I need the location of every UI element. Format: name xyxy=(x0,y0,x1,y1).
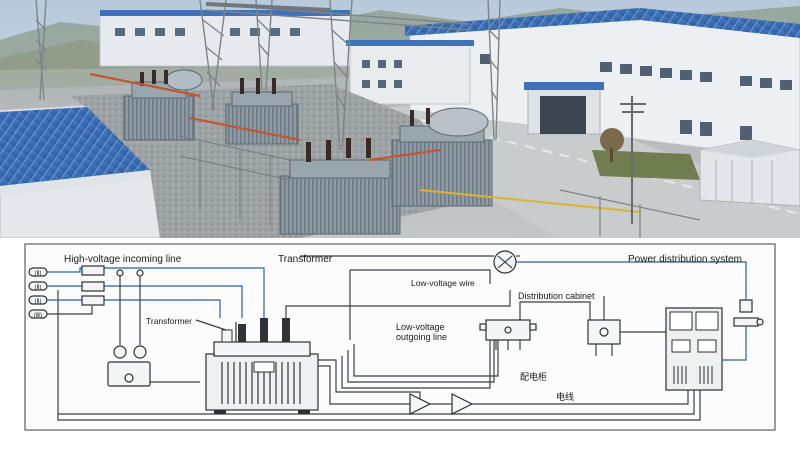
meter-sensor xyxy=(722,299,764,361)
input-terminal: (Ⅱ) xyxy=(28,267,48,277)
label-lv-wire: Low-voltage wire xyxy=(411,278,475,288)
input-terminal: (Ⅱ) xyxy=(28,281,48,291)
label-transformer-side: Transformer xyxy=(146,316,192,326)
rectifier-symbol xyxy=(409,390,689,415)
label-transformer-top: Transformer xyxy=(278,254,333,265)
power-distribution-cabinet xyxy=(665,307,723,391)
label-power-distribution: Power distribution system xyxy=(628,254,742,265)
main-transformer xyxy=(205,318,319,414)
instrument-transformer xyxy=(107,276,200,387)
label-wire-cn: 电线 xyxy=(556,391,574,402)
label-distribution-cabinet: Distribution cabinet xyxy=(518,291,595,301)
input-terminals: (Ⅱ) (Ⅱ) (Ⅱ) (Ⅲ) xyxy=(28,267,48,319)
distribution-cabinet-box xyxy=(587,296,666,356)
transformer-symbol xyxy=(300,250,747,300)
label-lv-outgoing-2: outgoing line xyxy=(396,332,447,342)
input-terminal: (Ⅲ) xyxy=(28,309,48,319)
label-hv-incoming: High-voltage incoming line xyxy=(64,254,182,265)
svg-text:(Ⅱ): (Ⅱ) xyxy=(35,271,42,277)
distribution-junction-box xyxy=(479,301,591,350)
wiring-diagram: (Ⅱ) (Ⅱ) (Ⅱ) (Ⅲ) xyxy=(0,238,800,449)
substation-photo xyxy=(0,0,800,238)
input-terminal: (Ⅱ) xyxy=(28,295,48,305)
svg-text:(Ⅱ): (Ⅱ) xyxy=(35,299,42,305)
transformer-unit-2 xyxy=(225,91,299,145)
svg-text:(Ⅲ): (Ⅲ) xyxy=(34,313,42,319)
transformer-unit-3 xyxy=(279,159,401,235)
label-lv-outgoing-1: Low-voltage xyxy=(396,322,445,332)
svg-text:(Ⅱ): (Ⅱ) xyxy=(35,285,42,291)
label-cabinet-cn: 配电柜 xyxy=(520,371,547,382)
